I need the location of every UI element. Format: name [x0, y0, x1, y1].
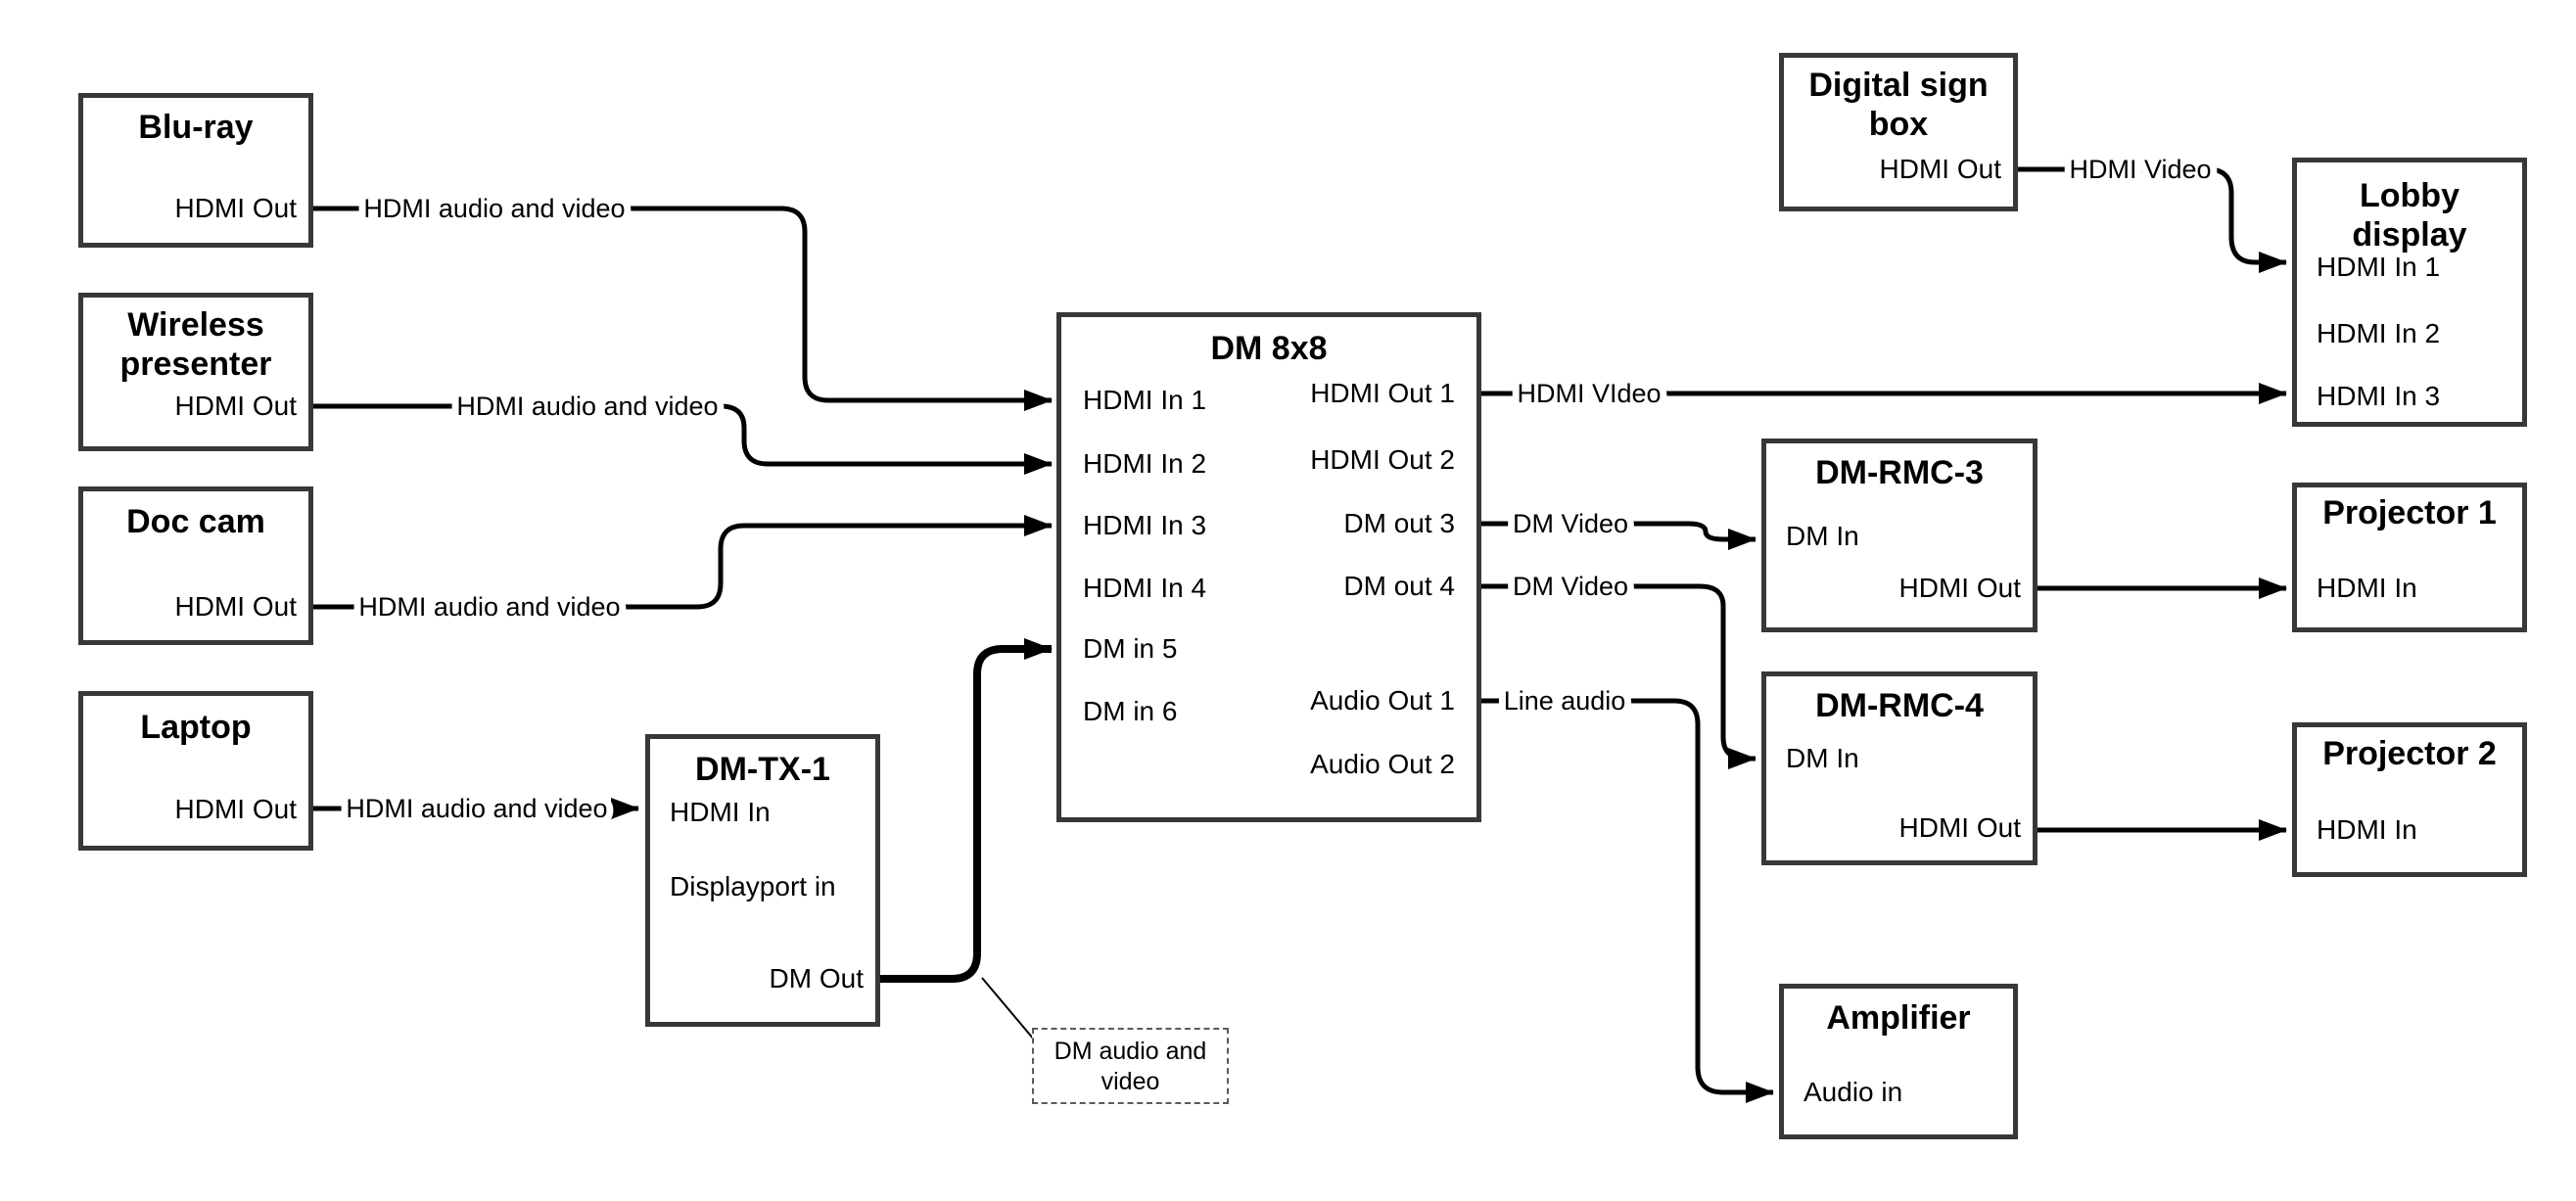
node-doccam-title: Doc cam — [126, 503, 265, 540]
node-digital-sign-port-hdmi-out: HDMI Out — [1879, 154, 2001, 184]
edge-sign-to-lobby-in1 — [2018, 166, 2287, 273]
edge-label-bluray: HDMI audio and video — [363, 194, 625, 223]
node-lobby-title: Lobby display — [2352, 177, 2467, 254]
node-doccam: Doc cam HDMI Out — [78, 486, 313, 645]
node-dm8x8-port-hdmi-in1: HDMI In 1 — [1083, 385, 1207, 415]
node-bluray-title: Blu-ray — [138, 109, 254, 146]
node-rmc3-port-hdmi-out: HDMI Out — [1898, 573, 2021, 603]
node-dm8x8-port-hdmi-in3: HDMI In 3 — [1083, 510, 1207, 540]
node-dm8x8-port-dm-in5: DM in 5 — [1083, 633, 1178, 664]
edge-label-sign-hdmi-video: HDMI Video — [2069, 155, 2211, 184]
node-rmc4-port-hdmi-out: HDMI Out — [1898, 812, 2021, 843]
node-wireless-presenter: Wireless presenter HDMI Out — [78, 293, 313, 451]
node-lobby-port-hdmi-in3: HDMI In 3 — [2317, 381, 2441, 411]
annotation-leader-line — [981, 977, 1035, 1040]
node-dm8x8-port-hdmi-out2: HDMI Out 2 — [1310, 444, 1455, 475]
node-dm8x8-port-audio-out1: Audio Out 1 — [1310, 685, 1455, 716]
node-wireless-port-hdmi-out: HDMI Out — [174, 391, 297, 421]
node-digital-sign-title: Digital sign box — [1808, 67, 1989, 143]
node-rmc4-port-dm-in: DM In — [1786, 743, 1859, 773]
node-dmtx1-port-displayport-in: Displayport in — [670, 871, 836, 901]
node-dm8x8: DM 8x8 HDMI In 1 HDMI In 2 HDMI In 3 HDM… — [1056, 312, 1481, 822]
node-projector1-port-hdmi-in: HDMI In — [2317, 573, 2417, 603]
annotation-dm-audio-video: DM audio and video — [1032, 1028, 1229, 1104]
edge-label-line-audio: Line audio — [1504, 686, 1626, 716]
edge-label-wireless: HDMI audio and video — [456, 392, 718, 421]
edge-doccam-to-dm8x8-in3 — [313, 515, 1053, 610]
node-dm8x8-port-hdmi-in4: HDMI In 4 — [1083, 573, 1207, 603]
node-rmc4: DM-RMC-4 DM In HDMI Out — [1761, 671, 2037, 865]
edge-wireless-to-dm8x8-in2 — [313, 403, 1053, 475]
node-rmc3-port-dm-in: DM In — [1786, 521, 1859, 551]
edge-label-laptop: HDMI audio and video — [346, 794, 607, 823]
edge-dm8x8-out3-to-rmc3 — [1481, 521, 1756, 550]
node-projector2: Projector 2 HDMI In — [2292, 722, 2527, 877]
edge-dm8x8-aout1-to-amp — [1481, 698, 1774, 1103]
edge-label-dm-video-4: DM Video — [1513, 572, 1628, 601]
node-dm8x8-port-dm-out4: DM out 4 — [1343, 571, 1455, 601]
node-dmtx1: DM-TX-1 HDMI In Displayport in DM Out — [645, 734, 880, 1027]
node-laptop-port-hdmi-out: HDMI Out — [174, 794, 297, 824]
node-dm8x8-port-dm-out3: DM out 3 — [1343, 508, 1455, 538]
edge-dm8x8-out4-to-rmc4 — [1481, 583, 1756, 769]
node-dmtx1-port-hdmi-in: HDMI In — [670, 797, 771, 827]
node-lobby-display: Lobby display HDMI In 1 HDMI In 2 HDMI I… — [2292, 158, 2527, 427]
node-bluray-port-hdmi-out: HDMI Out — [174, 193, 297, 223]
node-amplifier-title: Amplifier — [1826, 999, 1971, 1037]
edge-bluray-to-dm8x8-in1 — [313, 206, 1053, 411]
node-dm8x8-port-hdmi-in2: HDMI In 2 — [1083, 448, 1207, 479]
node-projector1: Projector 1 HDMI In — [2292, 483, 2527, 632]
node-wireless-title: Wireless presenter — [119, 306, 272, 383]
node-lobby-port-hdmi-in1: HDMI In 1 — [2317, 252, 2441, 282]
node-amplifier: Amplifier Audio in — [1779, 984, 2018, 1139]
node-rmc3: DM-RMC-3 DM In HDMI Out — [1761, 439, 2037, 632]
node-doccam-port-hdmi-out: HDMI Out — [174, 591, 297, 622]
node-laptop: Laptop HDMI Out — [78, 691, 313, 851]
edge-label-hdmi-video-out1: HDMI VIdeo — [1517, 379, 1661, 408]
node-projector2-title: Projector 2 — [2322, 735, 2497, 772]
node-dmtx1-port-dm-out: DM Out — [769, 963, 864, 993]
node-dm8x8-port-audio-out2: Audio Out 2 — [1310, 749, 1455, 779]
edge-label-dm-video-3: DM Video — [1513, 509, 1628, 538]
node-dmtx1-title: DM-TX-1 — [695, 751, 830, 788]
node-dm8x8-port-dm-in6: DM in 6 — [1083, 696, 1178, 726]
edge-dmtx1-to-dm8x8-in5 — [880, 638, 1053, 983]
node-rmc4-title: DM-RMC-4 — [1815, 687, 1984, 724]
node-amplifier-port-audio-in: Audio in — [1803, 1077, 1903, 1107]
node-projector2-port-hdmi-in: HDMI In — [2317, 814, 2417, 845]
node-lobby-port-hdmi-in2: HDMI In 2 — [2317, 318, 2441, 348]
node-laptop-title: Laptop — [140, 709, 252, 746]
node-projector1-title: Projector 1 — [2322, 494, 2497, 531]
edge-label-doccam: HDMI audio and video — [358, 592, 620, 622]
node-rmc3-title: DM-RMC-3 — [1815, 454, 1984, 491]
node-dm8x8-title: DM 8x8 — [1210, 330, 1328, 367]
node-dm8x8-port-hdmi-out1: HDMI Out 1 — [1310, 378, 1455, 408]
node-bluray: Blu-ray HDMI Out — [78, 93, 313, 248]
node-digital-sign-box: Digital sign box HDMI Out — [1779, 53, 2018, 211]
